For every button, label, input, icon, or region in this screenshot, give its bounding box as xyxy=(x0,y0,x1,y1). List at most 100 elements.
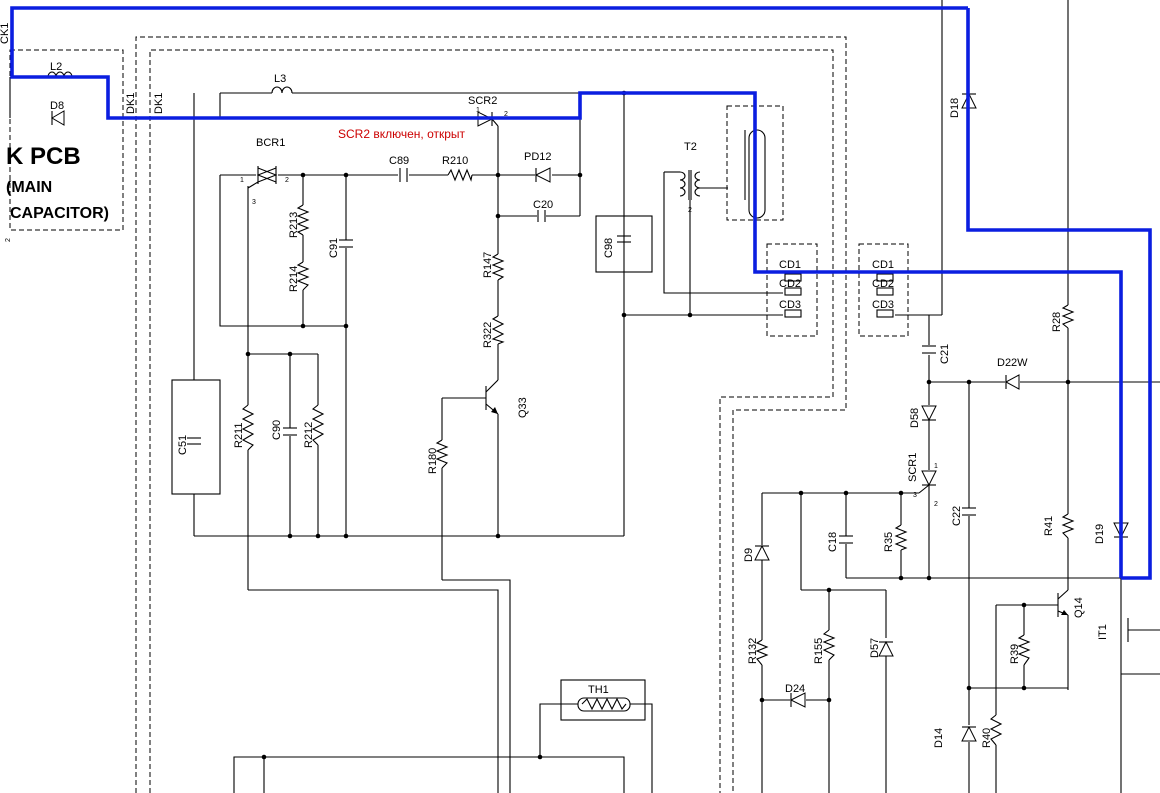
label-l3: L3 xyxy=(274,73,286,85)
label-r35: R35 xyxy=(883,532,895,552)
pin-scr2-2: 2 xyxy=(504,111,508,118)
label-d22w: D22W xyxy=(997,357,1028,369)
resistor-r212 xyxy=(311,404,325,446)
board-title: K PCB xyxy=(6,143,81,170)
label-d18: D18 xyxy=(949,98,961,118)
highlighted-path xyxy=(10,6,1152,580)
resistor-r213 xyxy=(296,204,310,236)
label-r212: R212 xyxy=(303,422,315,448)
diode-pd12 xyxy=(534,167,551,183)
transistor-q33 xyxy=(485,379,499,415)
label-dk1-b: DK1 xyxy=(153,93,165,114)
resistor-r322 xyxy=(491,315,505,345)
capacitor-c18 xyxy=(839,535,853,544)
label-q33: Q33 xyxy=(517,397,529,418)
capacitor-c20 xyxy=(537,210,546,222)
label-r132: R132 xyxy=(747,638,759,664)
label-d58: D58 xyxy=(909,408,921,428)
resistor-r155 xyxy=(822,629,836,661)
label-r180: R180 xyxy=(427,448,439,474)
inductor-l2 xyxy=(47,71,73,78)
resistor-r132 xyxy=(755,639,769,666)
pin-bcr1-2: 2 xyxy=(285,177,289,184)
label-c20: C20 xyxy=(533,199,553,211)
junctions xyxy=(245,90,1071,760)
label-d8: D8 xyxy=(50,100,64,112)
label-c22: C22 xyxy=(951,506,963,526)
diode-d57 xyxy=(878,640,894,657)
resistor-r39 xyxy=(1017,634,1031,666)
label-d19: D19 xyxy=(1094,524,1106,544)
triac-bcr1 xyxy=(247,166,278,189)
label-c91: C91 xyxy=(328,238,340,258)
label-r213: R213 xyxy=(288,212,300,238)
resistor-r210 xyxy=(447,168,473,182)
diode-d8 xyxy=(51,110,65,126)
pin-scr1-2: 2 xyxy=(934,501,938,508)
kpcb-title: K PCB (MAIN CAPACITOR) xyxy=(6,143,109,222)
pin-scr2-1: 1 xyxy=(476,107,480,114)
label-c89: C89 xyxy=(389,155,409,167)
label-r155: R155 xyxy=(813,638,825,664)
label-bcr1: BCR1 xyxy=(256,137,285,149)
resistor-r214 xyxy=(296,261,310,291)
label-r214: R214 xyxy=(288,266,300,292)
label-cd2-left: CD2 xyxy=(779,278,801,290)
label-t2: T2 xyxy=(684,141,697,153)
label-q14: Q14 xyxy=(1073,597,1085,618)
label-c21: C21 xyxy=(939,344,951,364)
label-c51: C51 xyxy=(177,435,189,455)
pin-kpcb-2: 2 xyxy=(5,238,12,242)
flash-tube xyxy=(748,129,766,219)
label-r41: R41 xyxy=(1043,516,1055,536)
igbt-it1 xyxy=(1120,615,1129,645)
label-r210: R210 xyxy=(442,155,468,167)
label-cd3-right: CD3 xyxy=(872,299,894,311)
label-scr1: SCR1 xyxy=(907,453,919,482)
scr-scr1 xyxy=(918,470,937,494)
label-cd1-right: CD1 xyxy=(872,259,894,271)
pin-bcr1-3: 3 xyxy=(252,199,256,206)
label-scr2: SCR2 xyxy=(468,95,497,107)
board-subtitle-2: CAPACITOR) xyxy=(10,205,109,222)
diode-d24 xyxy=(789,692,806,708)
resistor-r35 xyxy=(894,524,908,551)
capacitor-c21 xyxy=(922,345,936,354)
capacitor-c51 xyxy=(171,379,221,495)
resistor-r211 xyxy=(241,404,255,451)
label-d24: D24 xyxy=(785,683,805,695)
label-r28: R28 xyxy=(1051,312,1063,332)
board-subtitle-1: (MAIN xyxy=(6,179,52,196)
diode-d14 xyxy=(961,725,977,742)
annotation-text: SCR2 включен, открыт xyxy=(338,127,466,141)
label-d14: D14 xyxy=(933,728,945,748)
capacitor-c89 xyxy=(399,168,408,182)
label-r40: R40 xyxy=(981,728,993,748)
label-r322: R322 xyxy=(482,322,494,348)
label-d57: D57 xyxy=(869,638,881,658)
cd-block-left xyxy=(784,273,802,318)
label-d9: D9 xyxy=(743,548,755,562)
label-cd1-left: CD1 xyxy=(779,259,801,271)
diode-d9 xyxy=(754,544,770,561)
label-cd3-left: CD3 xyxy=(779,299,801,311)
label-c90: C90 xyxy=(271,420,283,440)
resistor-r28 xyxy=(1061,304,1075,329)
resistor-r147 xyxy=(491,253,505,281)
label-r39: R39 xyxy=(1009,644,1021,664)
label-th1: TH1 xyxy=(588,684,609,696)
label-c18: C18 xyxy=(827,532,839,552)
pin-t2-2: 2 xyxy=(688,207,692,214)
label-dk1-a: DK1 xyxy=(125,93,137,114)
label-cd2-right: CD2 xyxy=(872,278,894,290)
diode-d22w xyxy=(1004,374,1020,390)
transformer-t2 xyxy=(679,170,701,200)
pin-scr1-1: 1 xyxy=(934,463,938,470)
label-c98: C98 xyxy=(603,238,615,258)
capacitor-c22 xyxy=(962,507,976,516)
inductor-l3 xyxy=(271,86,293,94)
thermistor-th1 xyxy=(560,679,646,721)
capacitor-c90 xyxy=(283,427,297,436)
diode-d58 xyxy=(921,405,937,422)
